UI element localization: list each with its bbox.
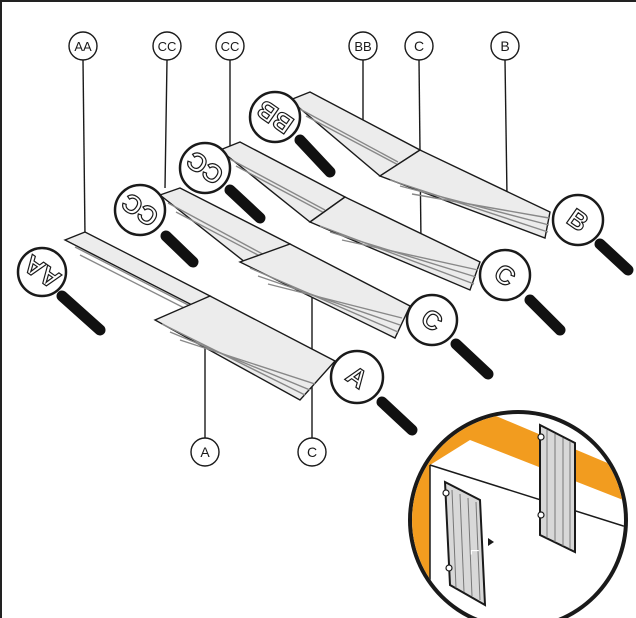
callout-label-c-bottom: C: [307, 444, 317, 460]
floor-panels: [63, 91, 551, 401]
callout-c-bottom: C: [297, 437, 327, 467]
panel-aa: [63, 231, 212, 317]
callout-cc-1: CC: [152, 31, 182, 61]
panel-c-2: [308, 196, 481, 291]
callout-a: A: [190, 437, 220, 467]
callout-cc-2: CC: [215, 31, 245, 61]
magnifier-lenses: [16, 90, 605, 405]
inset-door-glyph: ⌐: [470, 543, 479, 560]
panel-b: [378, 149, 551, 239]
magnifier-a: [329, 349, 385, 405]
inset-hinges: [442, 433, 545, 572]
panel-cc-2: [218, 141, 347, 223]
panel-a: [153, 295, 337, 401]
top-callouts: AA CC CC BB C B: [68, 31, 520, 61]
panel-c-1: [238, 243, 411, 339]
callout-label-a: A: [200, 444, 210, 460]
callout-label-cc-2: CC: [221, 39, 240, 54]
callout-label-c-top: C: [414, 38, 424, 54]
callout-bb: BB: [348, 31, 378, 61]
callout-c-top: C: [404, 31, 434, 61]
frame-left-border: [0, 0, 2, 618]
inset-arrow: [488, 538, 494, 546]
frame-top-border: [0, 0, 636, 2]
callout-label-b: B: [500, 38, 509, 54]
callout-label-cc-1: CC: [158, 39, 177, 54]
inset-panel-right: [539, 423, 576, 554]
callout-b: B: [490, 31, 520, 61]
callout-label-bb: BB: [354, 39, 371, 54]
magnifier-c-1: [405, 293, 459, 347]
magnifier-cc-1: [113, 183, 167, 237]
magnifier-handles: [56, 134, 634, 436]
magnifier-b: [551, 193, 605, 247]
inset-detail: ⌐: [408, 410, 628, 618]
bottom-callouts: A C: [190, 437, 327, 467]
callout-label-aa: AA: [74, 39, 92, 54]
inset-panel-left: [443, 480, 487, 607]
magnifier-cc-2: [178, 141, 232, 195]
magnifier-aa: [16, 246, 68, 298]
magnifier-c-2: [478, 248, 532, 302]
inset-orange-band: [412, 414, 624, 618]
magnifier-bb: [248, 90, 302, 144]
callout-aa: AA: [68, 31, 98, 61]
